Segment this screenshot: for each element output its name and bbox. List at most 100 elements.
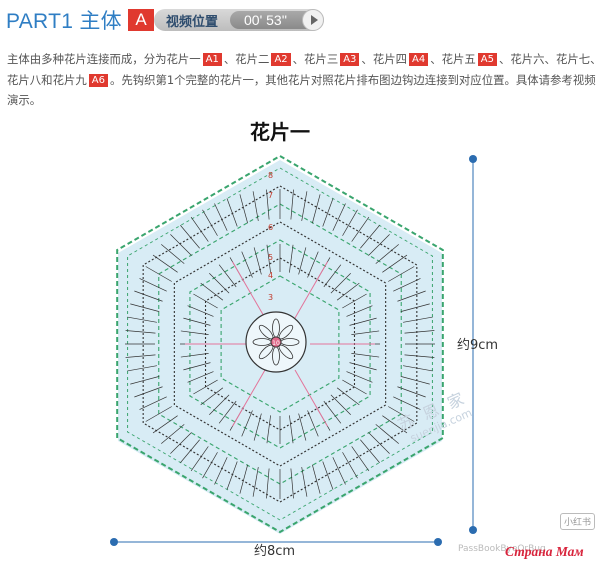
double-crochet-stitch [342,452,358,479]
double-crochet-stitch [360,225,380,249]
pink-spoke [232,261,266,319]
double-crochet-stitch [397,290,426,302]
row-number: 4 [268,271,273,280]
treble-stitch [289,244,294,273]
stitch-ring [173,221,387,467]
center-petal [252,338,272,346]
treble-stitch [298,247,307,275]
treble-stitch [241,410,253,437]
center-petal [278,344,294,360]
treble-stitch [351,330,380,335]
green-edge-ring [127,167,433,521]
play-icon[interactable] [302,9,324,31]
part-badge: A [127,9,154,31]
double-crochet-stitch [403,316,433,323]
double-crochet-stitch [190,446,209,472]
treble-stitch [187,305,214,317]
double-crochet-stitch [301,467,308,497]
center-petal [258,324,274,340]
center-number: 10 [272,340,280,347]
double-crochet-stitch [322,198,334,227]
double-crochet-stitch [393,396,421,410]
tag-a5: A5 [477,53,497,66]
double-crochet-stitch [400,376,430,385]
pink-spoke [294,261,328,319]
treble-stitch [349,362,377,371]
treble-stitch [307,410,319,437]
double-crochet-stitch [375,424,399,444]
treble-stitch [200,387,224,406]
treble-stitch [349,317,377,326]
double-crochet-stitch [145,406,172,422]
double-crochet-stitch [312,464,321,494]
treble-stitch [266,244,271,273]
video-timestamp[interactable]: 00' 53'' [230,9,324,31]
double-crochet-stitch [393,278,421,292]
treble-stitch [193,379,218,395]
double-crochet-stitch [266,468,270,499]
video-position-label: 视频位置 [165,14,218,30]
treble-stitch [200,282,224,301]
double-crochet-stitch [152,415,178,434]
treble-stitch [187,371,214,383]
diagram-title: 花片一 [250,120,310,144]
row-number: 6 [268,223,273,232]
treble-stitch [330,273,351,294]
tag-a6: A6 [88,73,108,87]
treble-stitch [209,394,230,415]
double-crochet-stitch [290,189,294,220]
site-logo: Страна Мам [505,544,584,559]
double-crochet-stitch [226,461,238,490]
double-crochet-stitch [127,365,157,372]
double-crochet-stitch [332,203,346,231]
center-petal [272,318,280,338]
treble-stitch [351,353,380,358]
treble-stitch [266,415,271,444]
double-crochet-stitch [397,386,426,398]
part-title: PART1 主体 [6,10,122,33]
center-petal [280,338,300,346]
double-crochet-stitch [202,209,218,236]
double-crochet-stitch [342,209,358,236]
double-crochet-stitch [312,194,321,224]
double-crochet-stitch [134,386,163,398]
treble-stitch [323,264,342,288]
double-crochet-stitch [239,194,248,224]
motif-center: 10 [245,311,307,373]
treble-stitch [180,330,209,335]
treble-stitch [218,400,237,424]
video-position-pill[interactable]: 视频位置 00' 53'' [154,9,324,31]
double-crochet-stitch [382,254,408,273]
treble-stitch [346,305,373,317]
pink-spoke [232,369,266,427]
row-number: 8 [268,171,273,180]
treble-stitch [183,362,211,371]
treble-stitch [330,394,351,415]
double-crochet-stitch [403,365,433,372]
double-crochet-stitch [332,457,346,485]
dimension-dot [469,526,477,534]
pink-spokes [185,261,375,427]
tag-a1: A1 [202,53,222,66]
watermark-small: PassBookByeOrBug [458,544,546,554]
double-crochet-stitch [214,203,228,231]
double-crochet-stitch [202,452,218,479]
double-crochet-stitch [161,244,185,264]
pink-spoke [294,369,328,427]
double-crochet-stitch [301,191,308,221]
double-crochet-stitch [170,432,192,454]
treble-stitch [336,387,360,406]
treble-stitch [323,400,342,424]
desc-segment: 、花片三 [292,52,339,66]
treble-stitch [307,251,319,278]
double-crochet-stitch [130,376,160,385]
double-crochet-stitch [368,234,390,256]
treble-stitch [342,293,367,309]
double-crochet-stitch [375,244,399,264]
stitch-ring [142,185,418,503]
double-crochet-stitch [360,439,380,463]
double-crochet-stitch [252,467,259,497]
center-petal [258,344,274,360]
